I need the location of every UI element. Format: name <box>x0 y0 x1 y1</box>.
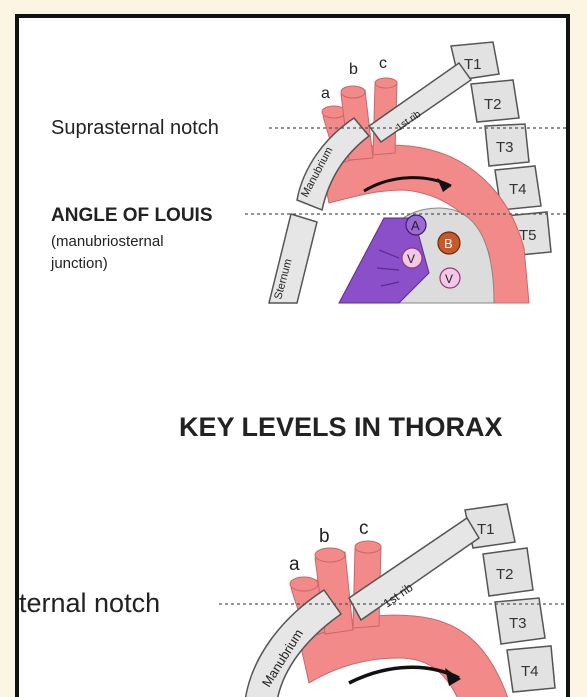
node-v1-label: V <box>407 252 415 266</box>
suprasternal-label: Suprasternal notch <box>51 117 219 139</box>
figure-frame: T1 T2 T3 T4 T5 a b c 1st rib <box>15 14 570 697</box>
vessel-a-b-top <box>290 577 318 591</box>
vertebra-t2: T2 <box>471 80 519 122</box>
vessel-label-b: b <box>349 61 358 78</box>
vessel-label-a-b: a <box>289 554 300 575</box>
vessel-label-c: c <box>379 55 387 72</box>
vessel-c-b-top <box>355 541 381 553</box>
vertebra-t4-b: T4 <box>507 646 555 692</box>
svg-text:T4: T4 <box>509 181 527 198</box>
top-panel: T1 T2 T3 T4 T5 a b c 1st rib <box>50 42 566 303</box>
vessel-label-b-b: b <box>319 526 330 547</box>
svg-text:T2: T2 <box>484 96 502 113</box>
vessel-label-c-b: c <box>359 518 369 539</box>
vertebra-t3: T3 <box>485 124 529 166</box>
angle-sub1: (manubriosternal <box>51 233 164 250</box>
node-v2-label: V <box>445 272 453 286</box>
vessel-c-top <box>375 78 397 88</box>
angle-label: ANGLE OF LOUIS <box>51 205 213 226</box>
thorax-diagram: T1 T2 T3 T4 T5 a b c 1st rib <box>19 18 566 697</box>
vertebra-t2-b: T2 <box>483 548 533 596</box>
angle-sub2: junction) <box>50 255 108 272</box>
node-a-label: A <box>411 218 420 233</box>
svg-text:T3: T3 <box>496 139 514 156</box>
node-b-label: B <box>444 236 453 251</box>
vessel-b-b-top <box>315 548 345 562</box>
svg-text:T2: T2 <box>496 566 514 583</box>
vessel-label-a: a <box>321 85 330 102</box>
svg-text:T1: T1 <box>477 521 495 538</box>
svg-text:T3: T3 <box>509 615 527 632</box>
vertebra-t3-b: T3 <box>495 598 545 644</box>
figure-heading: KEY LEVELS IN THORAX <box>179 412 503 442</box>
svg-text:T4: T4 <box>521 663 539 680</box>
suprasternal-label-b: ternal notch <box>19 588 160 618</box>
bottom-panel: T1 T2 T3 T4 a b c 1st rib Manubrium <box>19 504 566 697</box>
vessel-b-top <box>341 86 365 98</box>
svg-text:T1: T1 <box>464 56 482 73</box>
